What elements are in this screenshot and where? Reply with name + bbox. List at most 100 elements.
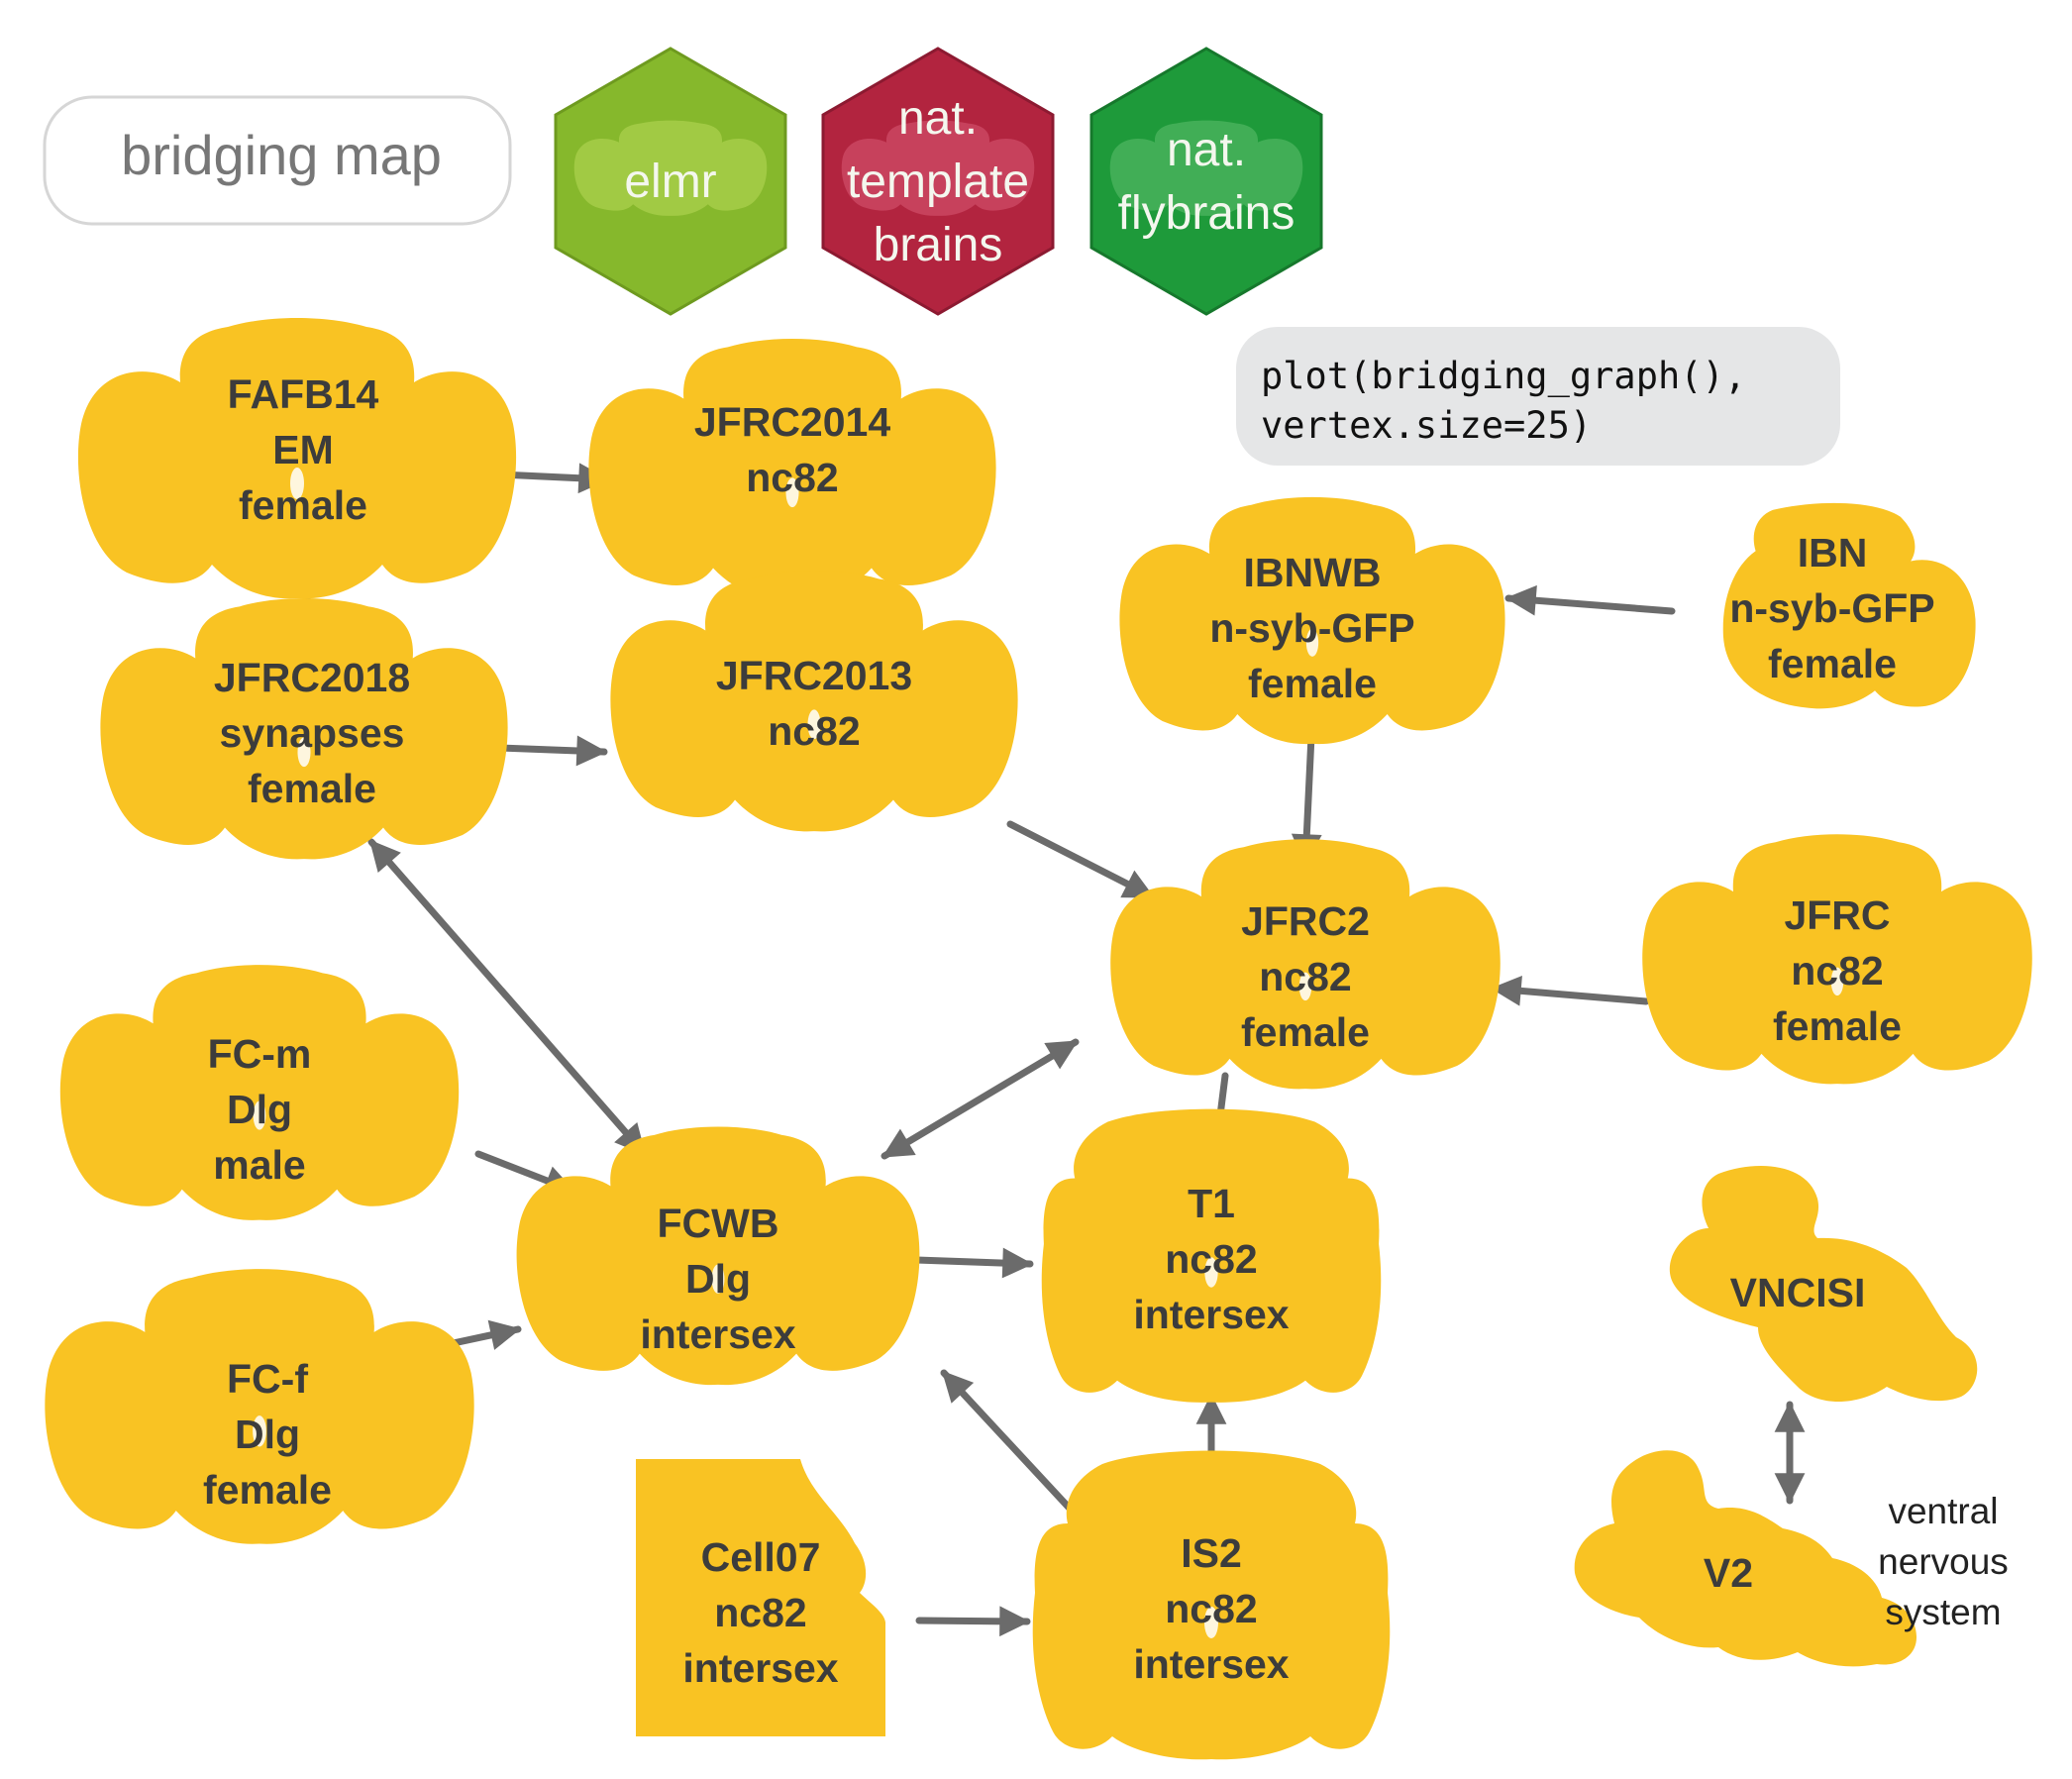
- brain-shape: [588, 338, 996, 600]
- edges: [291, 463, 1806, 1637]
- nodes: FAFB14EMfemaleJFRC2014nc82JFRC2018synaps…: [45, 318, 2032, 1760]
- node-label-line: VNCISI: [1730, 1270, 1866, 1315]
- hex-label-line: template: [847, 156, 1029, 208]
- node-label-line: T1: [1188, 1181, 1235, 1226]
- edge-is2-to-fcwb: [940, 1369, 1076, 1515]
- node-label-line: IS2: [1181, 1530, 1242, 1576]
- hex-nat-templatebrains: nat. template brains: [821, 47, 1055, 316]
- note-line-1: ventral: [1888, 1491, 1998, 1531]
- brain-shape: [1032, 1450, 1391, 1760]
- brain-gap: [1298, 972, 1312, 1001]
- node-label-line: nc82: [714, 1590, 806, 1635]
- note-line-2: nervous: [1878, 1541, 2009, 1582]
- node-label-line: synapses: [220, 710, 405, 756]
- node-label-line: nc82: [1791, 948, 1883, 994]
- node-jfrc2: JFRC2 nc82 female: [1110, 839, 1501, 1090]
- hex-label-line: flybrains: [1118, 187, 1295, 240]
- node-label-line: female: [1248, 661, 1377, 706]
- brain-shape: [59, 965, 460, 1220]
- node-label-line: n-syb-GFP: [1209, 605, 1414, 651]
- node-jfrc2018: JFRC2018 synapses female: [100, 597, 508, 860]
- brain-shape: [1722, 502, 1976, 709]
- brain-shape: [516, 1126, 920, 1386]
- code-box: plot(bridging_graph(), vertex.size=25): [1236, 327, 1840, 466]
- title-pill: bridging map: [43, 95, 512, 226]
- node-label-line: nc82: [1165, 1236, 1257, 1282]
- node-label-line: FAFB14: [228, 371, 379, 417]
- edge-jfrc2018-to-jfrc2013: [496, 735, 608, 767]
- node-label-line: female: [248, 766, 376, 811]
- node-label-line: intersex: [640, 1311, 795, 1357]
- node-label-line: nc82: [746, 455, 838, 500]
- node-label-line: IBN: [1798, 530, 1868, 576]
- node-label-line: JFRC2013: [716, 653, 912, 698]
- node-label-line: female: [1768, 641, 1897, 686]
- hex-brain-emblem: [573, 120, 768, 216]
- vns-note: ventral nervous system: [1878, 1491, 2009, 1632]
- brain-shape: [1669, 1166, 1978, 1402]
- node-label-line: FCWB: [658, 1201, 779, 1246]
- hex-nat-flybrains: nat.flybrains: [1089, 47, 1323, 316]
- brain-gap: [1305, 628, 1319, 657]
- node-label-line: intersex: [682, 1645, 838, 1691]
- edge-cell07-to-is2: [915, 1606, 1031, 1637]
- brain-gap: [290, 468, 304, 499]
- node-label-line: EM: [272, 427, 334, 472]
- edge-jfrc2-to-fcwb: [881, 1038, 1080, 1160]
- code-line-1: plot(bridging_graph(),: [1261, 355, 1746, 398]
- brain-gap: [253, 1415, 266, 1447]
- node-label-line: IBNWB: [1244, 550, 1382, 595]
- node-label-line: JFRC2: [1241, 898, 1370, 944]
- brain-shape: [1574, 1450, 1917, 1667]
- node-label-line: n-syb-GFP: [1729, 585, 1934, 631]
- node-label-line: FC-f: [227, 1356, 308, 1402]
- node-label-line: JFRC2018: [214, 655, 410, 700]
- brain-gap: [297, 737, 311, 768]
- node-label-line: female: [239, 482, 367, 528]
- node-label-line: intersex: [1133, 1292, 1289, 1337]
- node-label-line: nc82: [768, 708, 860, 754]
- brain-shape: [1110, 839, 1501, 1090]
- edge-ibn-to-ibnwb: [1504, 584, 1676, 616]
- node-jfrc2013: JFRC2013 nc82: [610, 570, 1018, 832]
- node-label-line: JFRC2014: [694, 399, 890, 445]
- hex-label-line: nat.: [898, 92, 978, 145]
- title-text: bridging map: [121, 124, 442, 186]
- node-label-line: Dlg: [227, 1087, 292, 1132]
- node-jfrc2014: JFRC2014 nc82: [588, 338, 996, 600]
- brain-shape: [610, 570, 1018, 832]
- brain-shape: [45, 1269, 474, 1544]
- brain-gap: [253, 1100, 266, 1130]
- hex-label-line: brains: [874, 219, 1003, 271]
- edge-fafb14-to-jfrc2014: [496, 463, 610, 494]
- node-label-line: FC-m: [208, 1031, 312, 1077]
- node-t1: T1 nc82 intersex: [1041, 1108, 1382, 1403]
- node-label-line: female: [1241, 1009, 1370, 1055]
- node-label-line: female: [203, 1467, 332, 1513]
- node-label-line: JFRC: [1784, 892, 1890, 938]
- brain-gap: [1204, 1607, 1218, 1638]
- node-vncisi: VNCISI: [1669, 1166, 1978, 1402]
- node-label-line: male: [213, 1142, 305, 1188]
- brain-shape: [100, 597, 508, 860]
- node-label-line: Dlg: [685, 1256, 751, 1302]
- edge-jfrc-to-jfrc2: [1490, 975, 1650, 1006]
- node-label-line: Cell07: [701, 1534, 821, 1580]
- node-label-line: nc82: [1259, 954, 1351, 999]
- node-label-line: Dlg: [235, 1412, 300, 1457]
- edge-jfrc2018-to-fcwb: [367, 838, 648, 1157]
- brain-gap: [1830, 967, 1844, 996]
- hex-brain-emblem: [841, 120, 1035, 216]
- node-label-line: V2: [1704, 1550, 1753, 1596]
- brain-shape: [1119, 496, 1505, 745]
- code-line-2: vertex.size=25): [1261, 404, 1592, 447]
- brain-shape: [77, 318, 517, 599]
- brain-shape: [1642, 834, 2032, 1085]
- edge-fcwb-to-t1: [912, 1247, 1034, 1279]
- hex-brain-emblem: [1109, 120, 1303, 216]
